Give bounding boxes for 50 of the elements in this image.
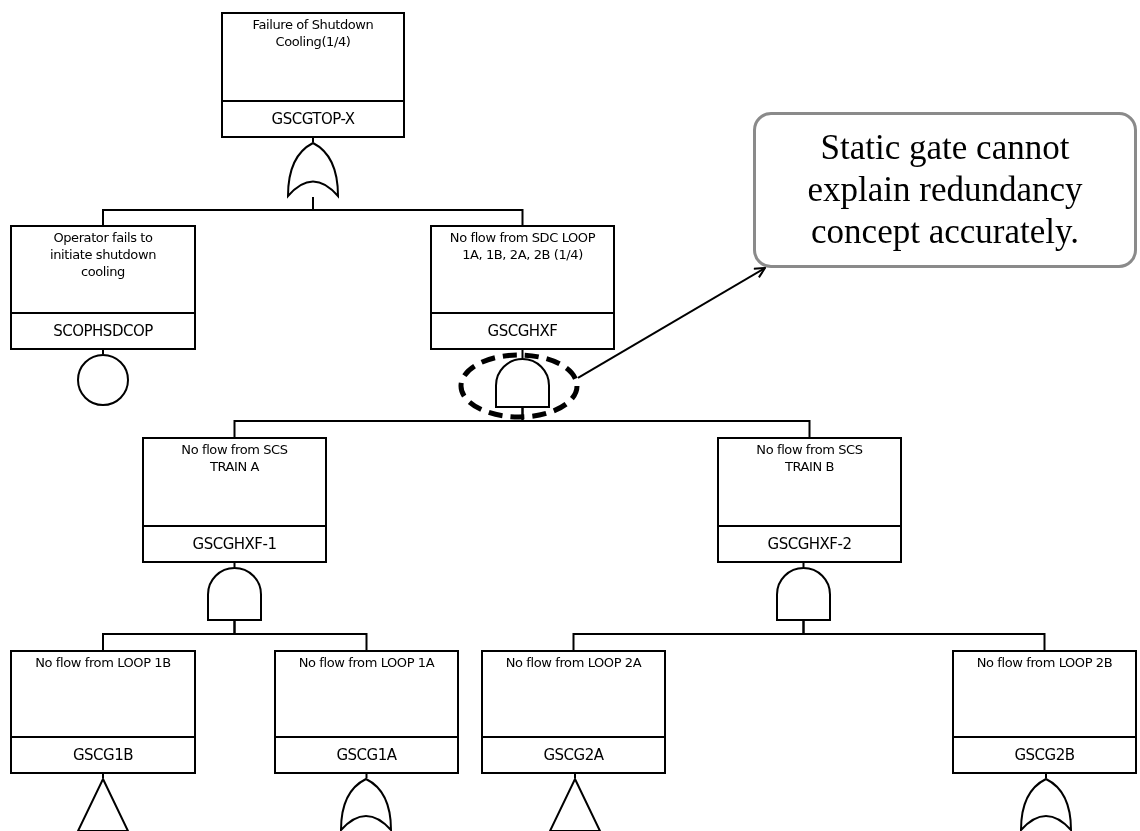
transfer-triangle — [549, 778, 601, 831]
and-gate — [776, 567, 831, 621]
connector-line — [102, 773, 104, 779]
event-code: GSCG1B — [72, 744, 134, 766]
highlight-circle — [458, 352, 580, 420]
event-code: GSCGHXF-1 — [192, 533, 277, 555]
transfer-triangle — [77, 778, 129, 831]
event-box — [221, 12, 405, 138]
event-code: GSCG2A — [543, 744, 604, 766]
event-box — [952, 650, 1137, 774]
event-description: No flow from LOOP 2A — [505, 654, 642, 672]
callout-text: Static gate cannot explain redundancy concept accurately. — [806, 127, 1084, 253]
event-description: No flow from SDC LOOP 1A, 1B, 2A, 2B (1/4) — [448, 229, 597, 264]
connector-line — [312, 137, 314, 143]
event-description: No flow from SCS TRAIN A — [180, 441, 289, 476]
event-description: No flow from LOOP 1B — [35, 654, 171, 672]
connector-line — [521, 349, 524, 359]
event-box — [481, 650, 666, 774]
or-gate — [1020, 778, 1072, 831]
event-description: No flow from SCS TRAIN B — [755, 441, 864, 476]
event-code: GSCGHXF-2 — [767, 533, 852, 555]
event-code: GSCG2B — [1014, 744, 1075, 766]
event-code: SCOPHSDCOP — [53, 320, 153, 342]
connector-line — [312, 196, 524, 226]
event-box — [142, 437, 327, 563]
connector-line — [233, 620, 368, 651]
connector-line — [802, 620, 1046, 651]
event-box — [10, 650, 196, 774]
or-gate — [287, 142, 339, 197]
connector-line — [233, 562, 236, 568]
and-gate — [207, 567, 262, 621]
connector-line — [102, 349, 104, 355]
event-description: No flow from LOOP 1A — [298, 654, 435, 672]
basic-event-circle — [77, 354, 129, 406]
or-gate — [340, 778, 392, 831]
event-box — [430, 225, 615, 350]
event-code: GSCGTOP-X — [271, 108, 355, 130]
event-description: Failure of Shutdown Cooling(1/4) — [251, 16, 375, 51]
connector-line — [521, 407, 811, 438]
event-description: No flow from LOOP 2B — [976, 654, 1113, 672]
connector-line — [365, 773, 368, 779]
event-description: Operator fails to initiate shutdown cooling — [49, 229, 157, 281]
event-box — [717, 437, 902, 563]
arrow — [577, 267, 766, 379]
event-code: GSCGHXF — [487, 320, 558, 342]
and-gate — [495, 358, 550, 408]
event-box — [274, 650, 459, 774]
event-code: GSCG1A — [336, 744, 397, 766]
callout-box — [753, 112, 1137, 268]
event-box — [10, 225, 196, 350]
